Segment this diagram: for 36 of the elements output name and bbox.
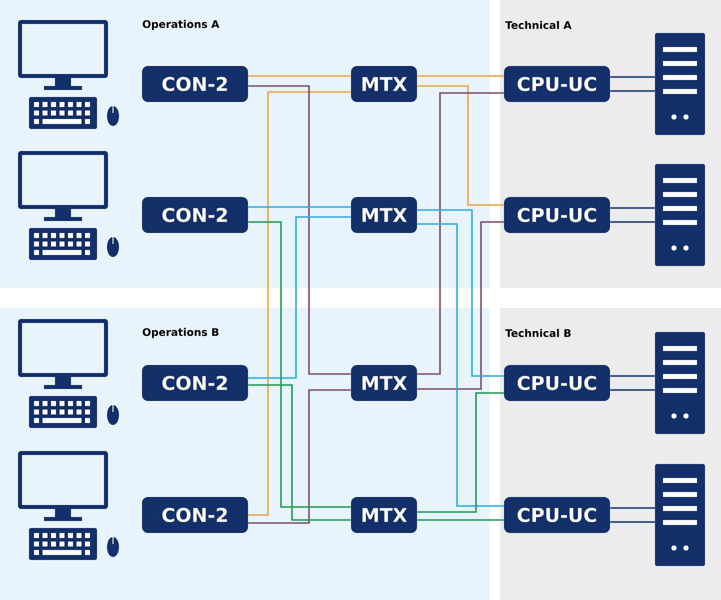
cable — [248, 91, 351, 516]
server-drawing — [655, 464, 705, 566]
cable — [610, 521, 655, 523]
cable — [610, 207, 655, 209]
cable — [417, 519, 504, 521]
console-box: CON-2 — [142, 497, 248, 533]
server-drawing — [655, 332, 705, 434]
cable — [610, 389, 655, 391]
matrix-box: MTX — [351, 66, 417, 102]
cable — [417, 392, 504, 513]
console-box: CON-2 — [142, 365, 248, 401]
server-drawing — [655, 33, 705, 135]
cable — [610, 76, 655, 78]
cable — [610, 375, 655, 377]
cpu-box: CPU-UC — [504, 66, 610, 102]
matrix-box: MTX — [351, 365, 417, 401]
console-box: CON-2 — [142, 66, 248, 102]
cable — [248, 85, 351, 375]
cable — [610, 507, 655, 509]
server-drawing — [655, 164, 705, 266]
cpu-box: CPU-UC — [504, 365, 610, 401]
cable — [417, 85, 504, 206]
cable — [417, 92, 504, 375]
cable — [417, 223, 504, 507]
cpu-box: CPU-UC — [504, 497, 610, 533]
cable — [610, 221, 655, 223]
cable — [248, 216, 351, 379]
cable — [248, 221, 351, 508]
matrix-box: MTX — [351, 497, 417, 533]
matrix-box: MTX — [351, 197, 417, 233]
cpu-box: CPU-UC — [504, 197, 610, 233]
cable — [248, 206, 351, 208]
cable — [248, 75, 351, 77]
cable — [417, 75, 504, 77]
cable — [610, 90, 655, 92]
console-box: CON-2 — [142, 197, 248, 233]
